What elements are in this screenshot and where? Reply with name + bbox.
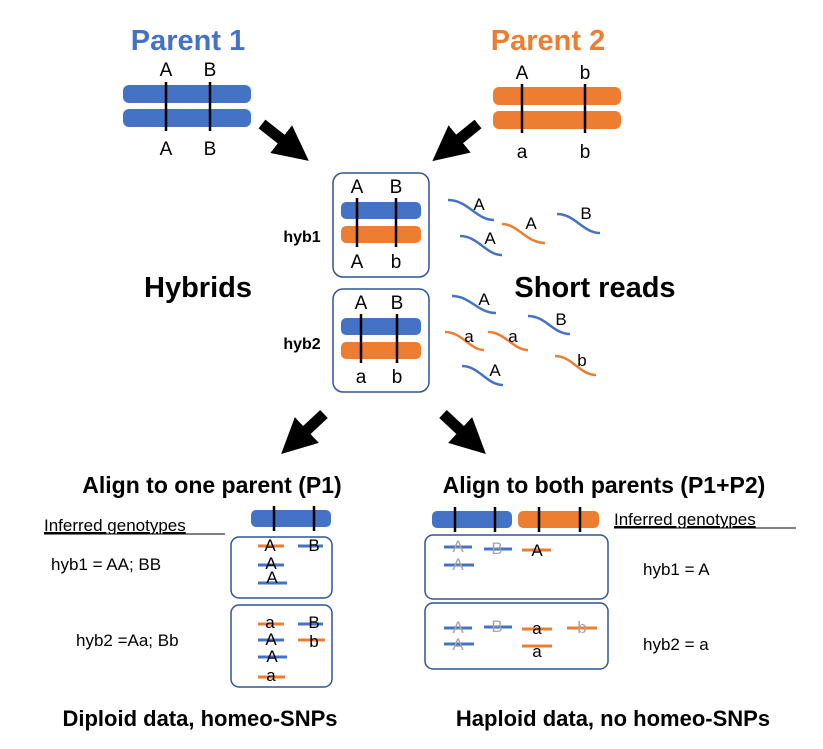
hyb1-chromosome-p2 [341, 226, 421, 243]
aligned-read-label: A [266, 568, 278, 587]
short-read-p2 [444, 330, 485, 352]
right-inferred-genotypes-label: Inferred genotypes [614, 510, 756, 529]
hybrids-heading: Hybrids [144, 272, 252, 304]
left-hyb1-genotype: hyb1 = AA; BB [51, 555, 161, 574]
aligned-read-label: A [265, 554, 277, 573]
short-read-label: A [473, 195, 485, 214]
left-panel-title: Align to one parent (P1) [82, 472, 341, 498]
parent1-top-allele: B [204, 60, 217, 81]
parent1-chromosomes [123, 82, 251, 131]
short-read-label: a [508, 327, 518, 346]
short-read-label: A [489, 361, 501, 380]
parent2-top-allele: b [580, 63, 591, 84]
parent2-bottom-allele: a [517, 142, 528, 163]
aligned-read-label: A [264, 536, 276, 555]
down-arrow-left-icon [281, 409, 328, 455]
hyb1-top-allele: B [390, 177, 403, 198]
short-read-label: A [525, 214, 537, 233]
short-read-p2 [554, 354, 597, 377]
right-reference-p2 [518, 511, 599, 528]
hyb1-top-allele: A [351, 177, 364, 198]
parent2-chromosome-top [493, 87, 621, 105]
aligned-read-label: a [266, 666, 276, 685]
aligned-read-label: a [532, 619, 542, 638]
hyb2-label: hyb2 [283, 336, 320, 353]
parent1-chromosome-bottom [123, 109, 251, 127]
cross-arrow-left-icon [258, 119, 309, 161]
parent1-chromosome-top [123, 85, 251, 103]
short-read-label: A [478, 290, 490, 309]
parent2-top-allele: A [516, 63, 529, 84]
hyb2-chromosome-p1 [341, 318, 421, 335]
left-panel-footer: Diploid data, homeo-SNPs [62, 706, 337, 731]
right-hyb2-genotype: hyb2 = a [643, 635, 709, 654]
short-read-label: A [484, 229, 496, 248]
short-read-p1 [447, 198, 495, 222]
down-arrow-right-icon [439, 409, 486, 455]
hyb2-top-allele: B [391, 293, 404, 314]
aligned-read-label: b [309, 632, 318, 651]
aligned-read-label-faded: A [452, 635, 464, 654]
parent1-bottom-allele: A [160, 139, 173, 160]
short-read-p2 [487, 330, 529, 352]
hyb1-box [332, 172, 430, 278]
left-inferred-genotypes-label: Inferred genotypes [44, 516, 186, 535]
aligned-read-label: a [532, 642, 542, 661]
aligned-read-label: A [266, 647, 278, 666]
aligned-read-label-faded: B [491, 617, 502, 636]
right-hyb1-genotype: hyb1 = A [643, 560, 710, 579]
short-read-label: B [580, 204, 591, 223]
left-alignment-box-hyb1 [230, 536, 333, 599]
hyb1-bottom-allele: b [391, 252, 402, 273]
short-reads-heading: Short reads [514, 272, 675, 304]
parent1-title: Parent 1 [131, 25, 245, 57]
aligned-read-label: a [265, 613, 275, 632]
hyb2-bottom-allele: b [392, 367, 403, 388]
hyb2-bottom-allele: a [356, 367, 367, 388]
aligned-read-label: B [308, 613, 319, 632]
parent2-title: Parent 2 [491, 25, 605, 57]
hyb2-top-allele: A [355, 293, 368, 314]
hyb2-box [332, 288, 430, 393]
aligned-read-label: B [308, 536, 319, 555]
aligned-read-label-faded: A [452, 555, 464, 574]
right-panel-footer: Haploid data, no homeo-SNPs [456, 706, 770, 731]
hyb1-bottom-allele: A [351, 252, 364, 273]
short-read-p2 [501, 222, 546, 245]
aligned-read-label: A [265, 630, 277, 649]
short-read-label: b [577, 351, 586, 370]
hyb1-label: hyb1 [283, 229, 320, 246]
short-read-p1 [451, 294, 497, 315]
left-reference-p1 [251, 510, 331, 527]
aligned-read-label: A [531, 541, 543, 560]
hyb1-chromosome-p1 [341, 202, 421, 219]
short-read-p1 [459, 234, 503, 257]
cross-arrow-right-icon [432, 119, 482, 162]
parent1-bottom-allele: B [204, 139, 217, 160]
right-alignment-box-hyb1 [424, 534, 609, 600]
parent1-top-allele: A [160, 60, 173, 81]
short-read-label: a [464, 327, 474, 346]
aligned-read-label-faded: B [491, 539, 502, 558]
aligned-read-label-faded: A [452, 618, 464, 637]
short-read-p1 [461, 364, 504, 387]
parent2-chromosome-bottom [493, 111, 621, 129]
right-panel-title: Align to both parents (P1+P2) [443, 472, 766, 498]
right-reference-p1 [432, 511, 512, 528]
aligned-read-label-faded: A [452, 537, 464, 556]
hyb2-chromosome-p2 [341, 342, 421, 359]
parent2-bottom-allele: b [580, 142, 591, 163]
parent2-chromosomes [493, 84, 621, 133]
short-read-label: B [555, 310, 566, 329]
short-read-p1 [527, 314, 571, 336]
left-hyb2-genotype: hyb2 =Aa; Bb [76, 631, 179, 650]
left-alignment-box-hyb2 [230, 604, 333, 688]
aligned-read-label-faded: b [577, 618, 586, 637]
short-read-p1 [556, 212, 601, 235]
right-alignment-box-hyb2 [424, 602, 609, 670]
